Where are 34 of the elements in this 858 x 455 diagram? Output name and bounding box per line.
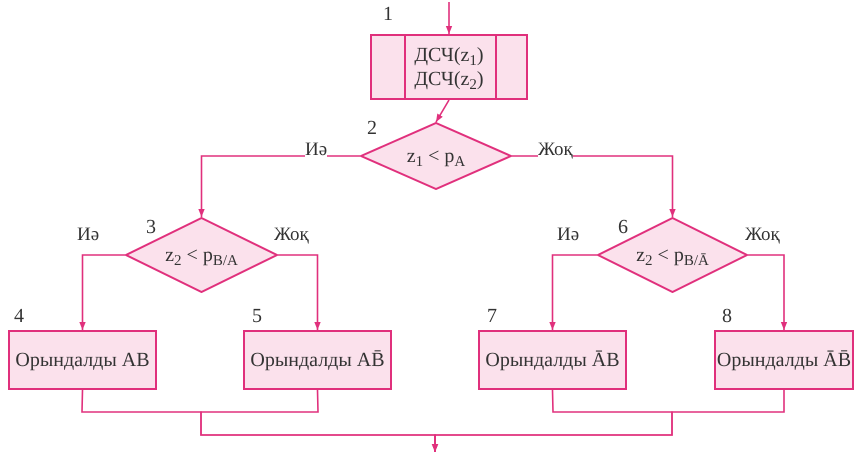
connector-arrow [435,100,450,122]
step-number: 4 [14,306,24,326]
node-text: z$_{2}$ < p$_{B/Ā}$ [636,243,709,267]
subroutine-box [370,34,528,100]
step-number: 3 [146,217,156,237]
step-number: 2 [367,118,377,138]
node-text: Орындалды AB [15,348,150,372]
connector-arrow [549,254,597,330]
edge-label: Жоқ [745,225,780,244]
connector-arrow [446,2,452,34]
step-number: 8 [722,306,732,326]
decision-diamond [360,122,512,190]
node-text: Орындалды AB̄ [250,348,385,372]
node-text: z$_{2}$ < p$_{B/A}$ [165,243,238,267]
node-text: ДСЧ(z$_{1}$) ДСЧ(z$_{2}$) [413,43,485,91]
connector-arrow [432,390,785,452]
step-number: 1 [383,4,393,24]
edge-label: Жоқ [274,225,309,244]
node-text: Орындалды ĀB̄ [716,348,852,372]
node-text: Орындалды ĀB [485,348,620,372]
process-box [8,330,157,390]
process-box [714,330,854,390]
connector-arrow [748,254,788,330]
step-number: 6 [618,217,628,237]
connector-arrow [278,254,321,330]
edge-label: Жоқ [538,140,573,159]
node-text: z$_{1}$ < p$_{A}$ [406,144,466,168]
edge-label: Иә [305,140,328,159]
process-box [478,330,627,390]
step-number: 5 [252,306,262,326]
step-number: 7 [487,306,497,326]
connector-arrow [79,254,125,330]
process-box [243,330,392,390]
connector-arrow [198,155,360,217]
